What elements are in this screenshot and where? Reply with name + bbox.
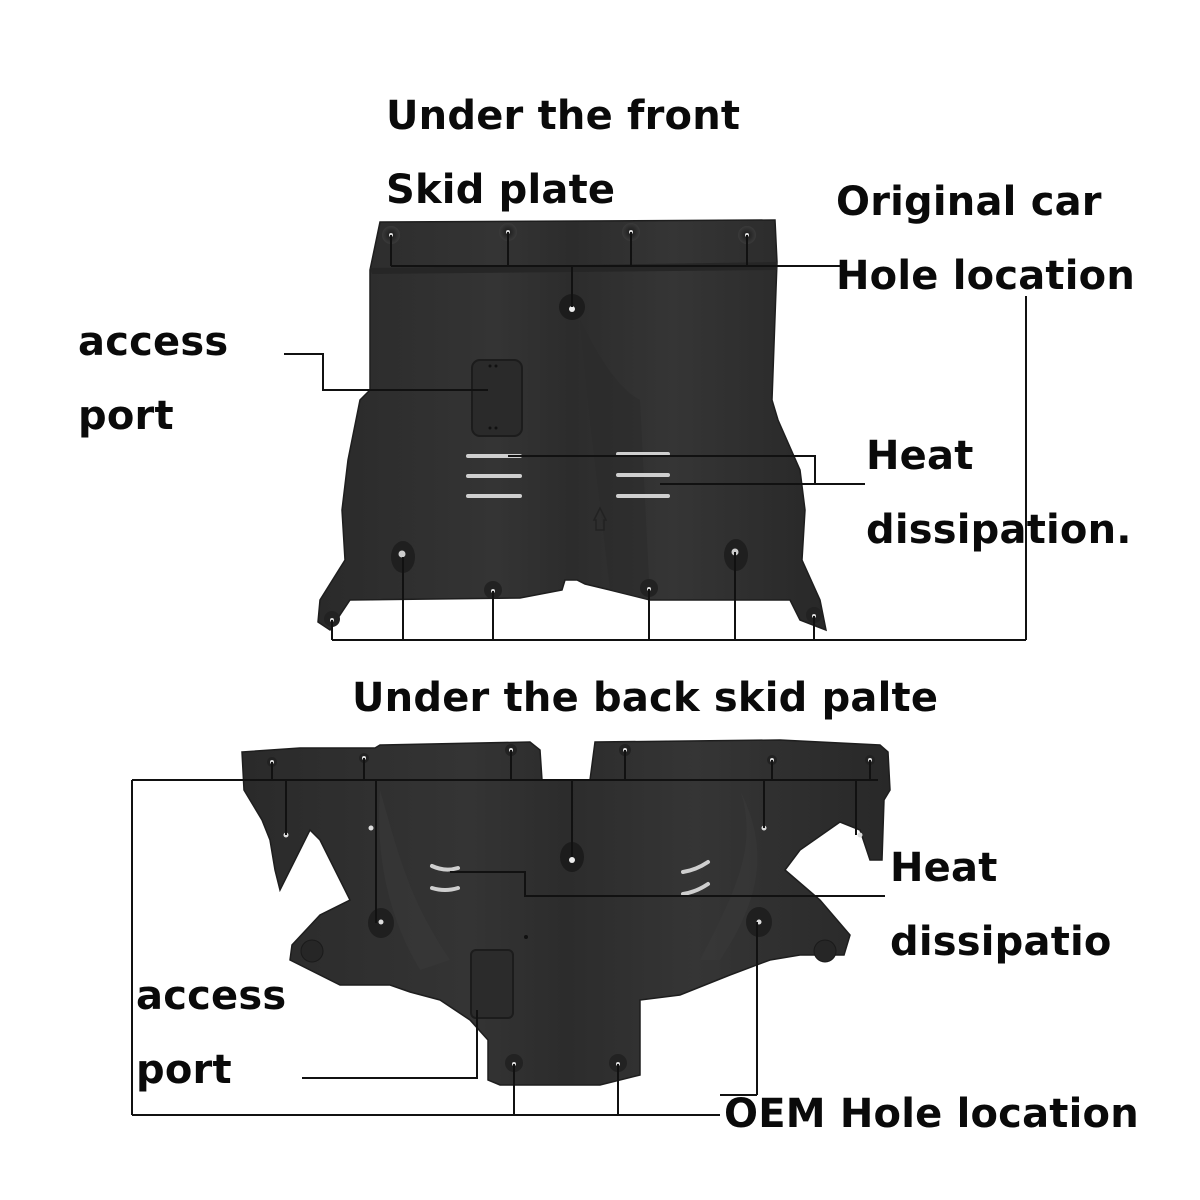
back-leader-lines <box>131 750 885 1116</box>
front-title-line2: Skid plate <box>386 167 616 213</box>
front-access-port-label-line2: port <box>78 393 174 439</box>
back-title: Under the back skid palte <box>352 675 939 721</box>
back-heat-vents <box>430 860 710 896</box>
back-access-port-label-line1: access <box>136 973 287 1019</box>
front-access-port-panel <box>471 359 523 437</box>
front-hole-location-label-line1: Original car <box>836 179 1102 225</box>
front-heat-label-line2: dissipation. <box>866 507 1132 553</box>
front-access-port-label-line1: access <box>78 319 229 365</box>
front-title-line1: Under the front <box>386 93 741 139</box>
front-hole-location-label-line2: Hole location <box>836 253 1136 299</box>
back-heat-label-line2: dissipatio <box>890 919 1112 965</box>
front-leader-lines <box>284 232 1027 641</box>
back-access-port-panel <box>470 949 514 1019</box>
back-skid-plate <box>241 739 891 1086</box>
front-heat-label-line1: Heat <box>866 433 974 479</box>
back-heat-label-line1: Heat <box>890 845 998 891</box>
front-skid-plate <box>317 219 828 632</box>
front-arrow-mark <box>592 506 608 531</box>
back-oem-hole-location-label: OEM Hole location <box>724 1091 1139 1137</box>
back-access-port-label-line2: port <box>136 1047 232 1093</box>
